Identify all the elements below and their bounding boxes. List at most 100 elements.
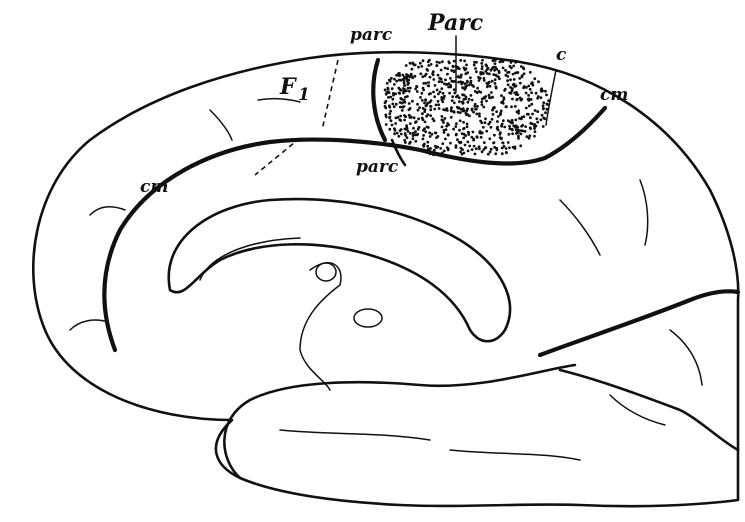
stipple-dot: [455, 146, 458, 149]
stipple-dot: [416, 133, 419, 136]
stipple-dot: [452, 65, 455, 68]
stipple-dot: [519, 97, 522, 100]
stipple-dot: [420, 92, 423, 95]
stipple-dot: [422, 107, 425, 110]
stipple-dot: [526, 135, 529, 138]
stipple-dot: [408, 142, 411, 145]
stipple-dot: [388, 112, 391, 115]
stipple-dot: [494, 82, 497, 85]
stipple-dot: [533, 125, 536, 128]
stipple-dot: [422, 138, 425, 141]
stipple-dot: [399, 115, 402, 118]
stipple-dot: [404, 141, 407, 144]
stipple-dot: [473, 64, 476, 67]
stipple-dot: [530, 103, 533, 106]
temporal-sulcus-2: [450, 450, 580, 460]
stipple-dot: [494, 66, 497, 69]
stipple-dot: [462, 121, 465, 124]
stipple-dot: [411, 100, 414, 103]
stipple-dot: [491, 118, 494, 121]
stipple-dot: [393, 83, 396, 86]
stipple-dot: [441, 152, 444, 155]
stipple-dot: [469, 76, 472, 79]
stipple-dot: [450, 116, 453, 119]
stipple-dot: [447, 133, 450, 136]
stipple-dot: [424, 99, 427, 102]
stipple-dot: [536, 121, 539, 124]
stipple-dot: [404, 132, 407, 135]
stipple-dot: [517, 137, 520, 140]
stipple-dot: [386, 87, 389, 90]
stipple-dot: [468, 84, 471, 87]
stipple-dot: [481, 59, 484, 62]
temporal-sulcus-1: [280, 430, 430, 440]
label-parc-bottom: parc: [356, 157, 399, 177]
stipple-dot: [533, 135, 536, 138]
stipple-dot: [427, 81, 430, 84]
stipple-dot: [474, 108, 477, 111]
stipple-dot: [475, 135, 478, 138]
stipple-dot: [512, 84, 515, 87]
stipple-dot: [540, 96, 543, 99]
stipple-dot: [478, 76, 481, 79]
stipple-dot: [510, 105, 513, 108]
label-cm-left: cm: [140, 177, 168, 197]
stipple-dot: [493, 134, 496, 137]
stipple-dot: [474, 153, 477, 156]
stipple-dot: [545, 108, 548, 111]
stipple-dot: [410, 73, 413, 76]
stipple-dot: [522, 66, 525, 69]
stipple-dot: [455, 133, 458, 136]
stipple-dot: [512, 65, 515, 68]
stipple-dot: [516, 129, 519, 132]
stipple-dot: [472, 139, 475, 142]
stipple-dot: [417, 118, 420, 121]
stipple-dot: [466, 113, 469, 116]
stipple-dot: [465, 64, 468, 67]
stipple-dot: [399, 129, 402, 132]
stipple-dot: [384, 89, 387, 92]
temporal-lobe-outline: [224, 365, 575, 478]
stipple-dot: [512, 73, 515, 76]
stipple-dot: [426, 113, 429, 116]
stipple-dot: [449, 142, 452, 145]
stipple-dot: [499, 133, 502, 136]
stipple-dot: [519, 82, 522, 85]
stipple-dot: [475, 147, 478, 150]
stipple-dot: [429, 105, 432, 108]
stipple-dot: [506, 79, 509, 82]
stipple-dot: [398, 74, 401, 77]
stipple-dot: [493, 106, 496, 109]
stipple-dot: [464, 144, 467, 147]
stipple-dot: [499, 61, 502, 64]
stipple-dot: [408, 90, 411, 93]
stipple-dot: [421, 99, 424, 102]
stipple-dot: [385, 100, 388, 103]
stipple-dot: [486, 85, 489, 88]
stipple-dot: [459, 119, 462, 122]
stipple-dot: [472, 111, 475, 114]
stipple-dot: [395, 103, 398, 106]
stipple-dot: [466, 123, 469, 126]
stipple-dot: [422, 59, 425, 62]
stipple-dot: [424, 130, 427, 133]
stipple-dot: [515, 98, 518, 101]
stipple-dot: [443, 150, 446, 153]
stipple-dot: [463, 152, 466, 155]
stipple-dot: [409, 132, 412, 135]
stipple-dot: [404, 115, 407, 118]
stipple-dot: [543, 117, 546, 120]
stipple-dot: [484, 146, 487, 149]
stipple-dot: [511, 89, 514, 92]
stipple-dot: [422, 82, 425, 85]
stipple-dot: [432, 154, 435, 157]
stipple-dot: [418, 126, 421, 129]
stipple-dot: [412, 127, 415, 130]
stipple-dot: [426, 126, 429, 129]
stipple-dot: [463, 133, 466, 136]
stipple-dot: [401, 109, 404, 112]
stipple-dot: [525, 86, 528, 89]
stipple-dot: [471, 99, 474, 102]
stipple-dot: [471, 108, 474, 111]
stipple-dot: [542, 125, 545, 128]
